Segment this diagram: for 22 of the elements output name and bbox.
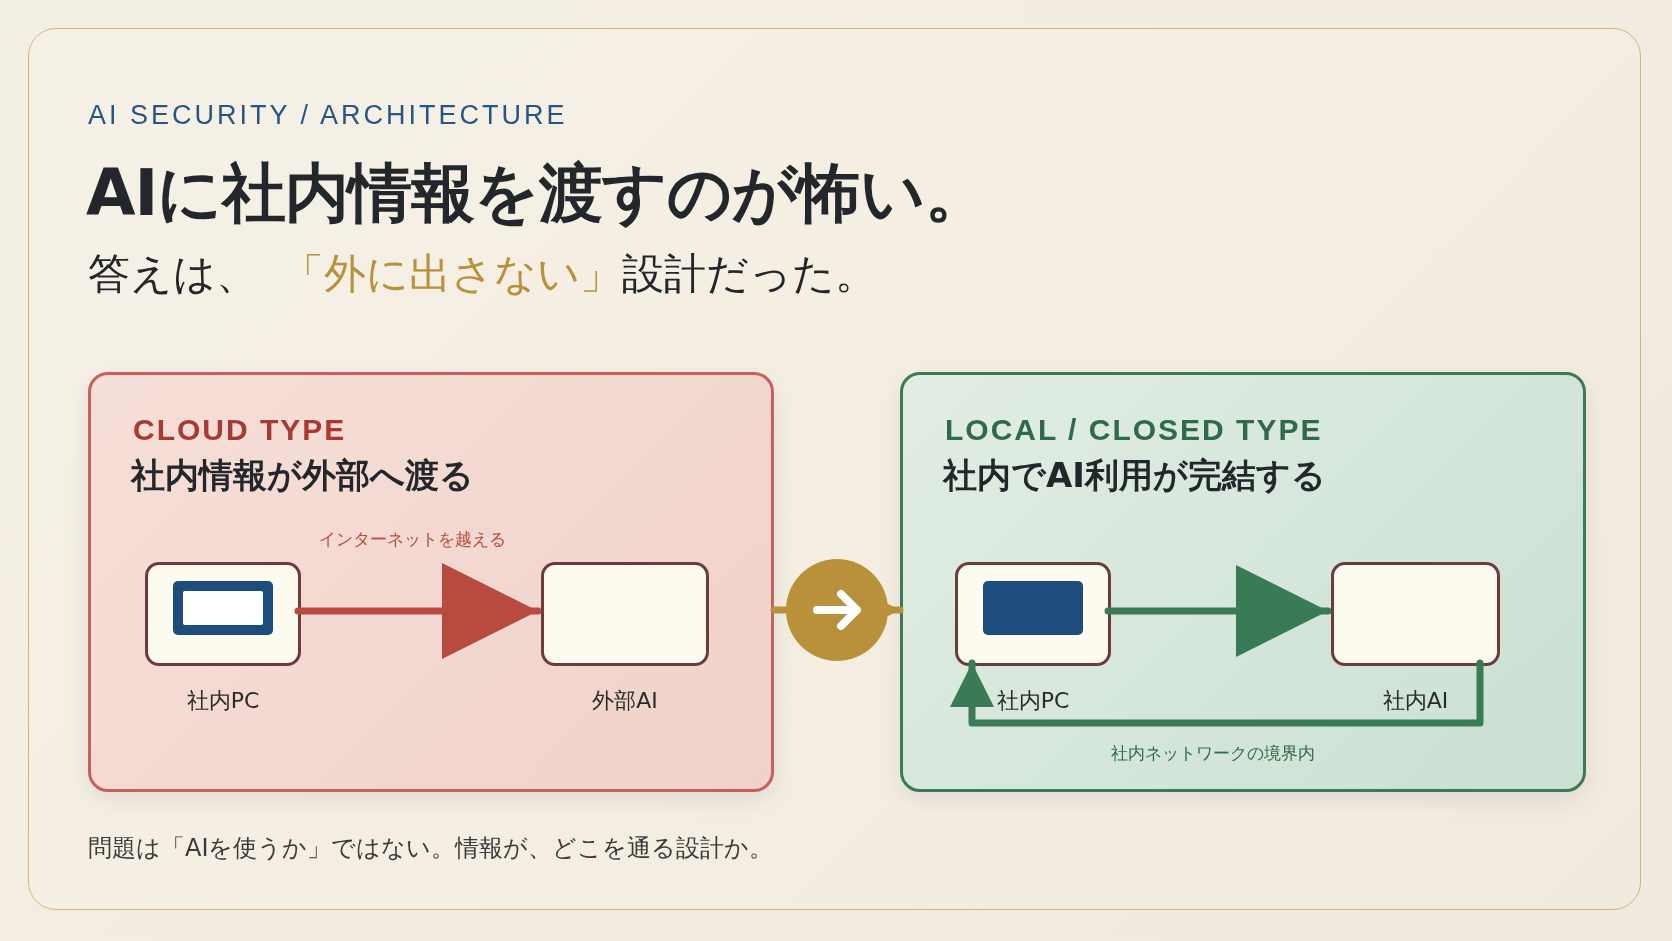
- arrow: [1104, 565, 1332, 657]
- node-label: 社内PC: [996, 687, 1070, 715]
- panel-card: [900, 372, 1586, 792]
- edge-label: インターネットを越える: [318, 528, 506, 551]
- edge-label: 社内ネットワークの境界内: [1111, 742, 1315, 765]
- panel-heading: 社内情報が外部へ渡る: [131, 454, 474, 497]
- panel-card: [88, 372, 774, 792]
- panel-kicker: CLOUD TYPE: [133, 413, 347, 447]
- node-label: 社内PC: [186, 687, 260, 715]
- caption-text: 問題は「AIを使うか」ではない。情報が、どこを通る設計か。: [88, 833, 774, 864]
- panel-heading: 社内でAI利用が完結する: [943, 454, 1326, 497]
- title-text: AIに社内情報を渡すのが怖い。: [86, 155, 989, 232]
- subtitle-text: 答えは、: [88, 248, 258, 300]
- arrow: [950, 659, 1484, 727]
- subtitle-text: 「外に出さない」: [282, 248, 622, 300]
- arrow-badge-connector: [770, 559, 904, 661]
- kicker-text: AI SECURITY / ARCHITECTURE: [88, 100, 568, 131]
- node-label: 外部AI: [592, 687, 658, 715]
- arrow: [294, 563, 542, 659]
- subtitle-text: 設計だった。: [622, 248, 877, 300]
- node-label: 社内AI: [1382, 687, 1449, 715]
- panel-kicker: LOCAL / CLOSED TYPE: [945, 413, 1323, 447]
